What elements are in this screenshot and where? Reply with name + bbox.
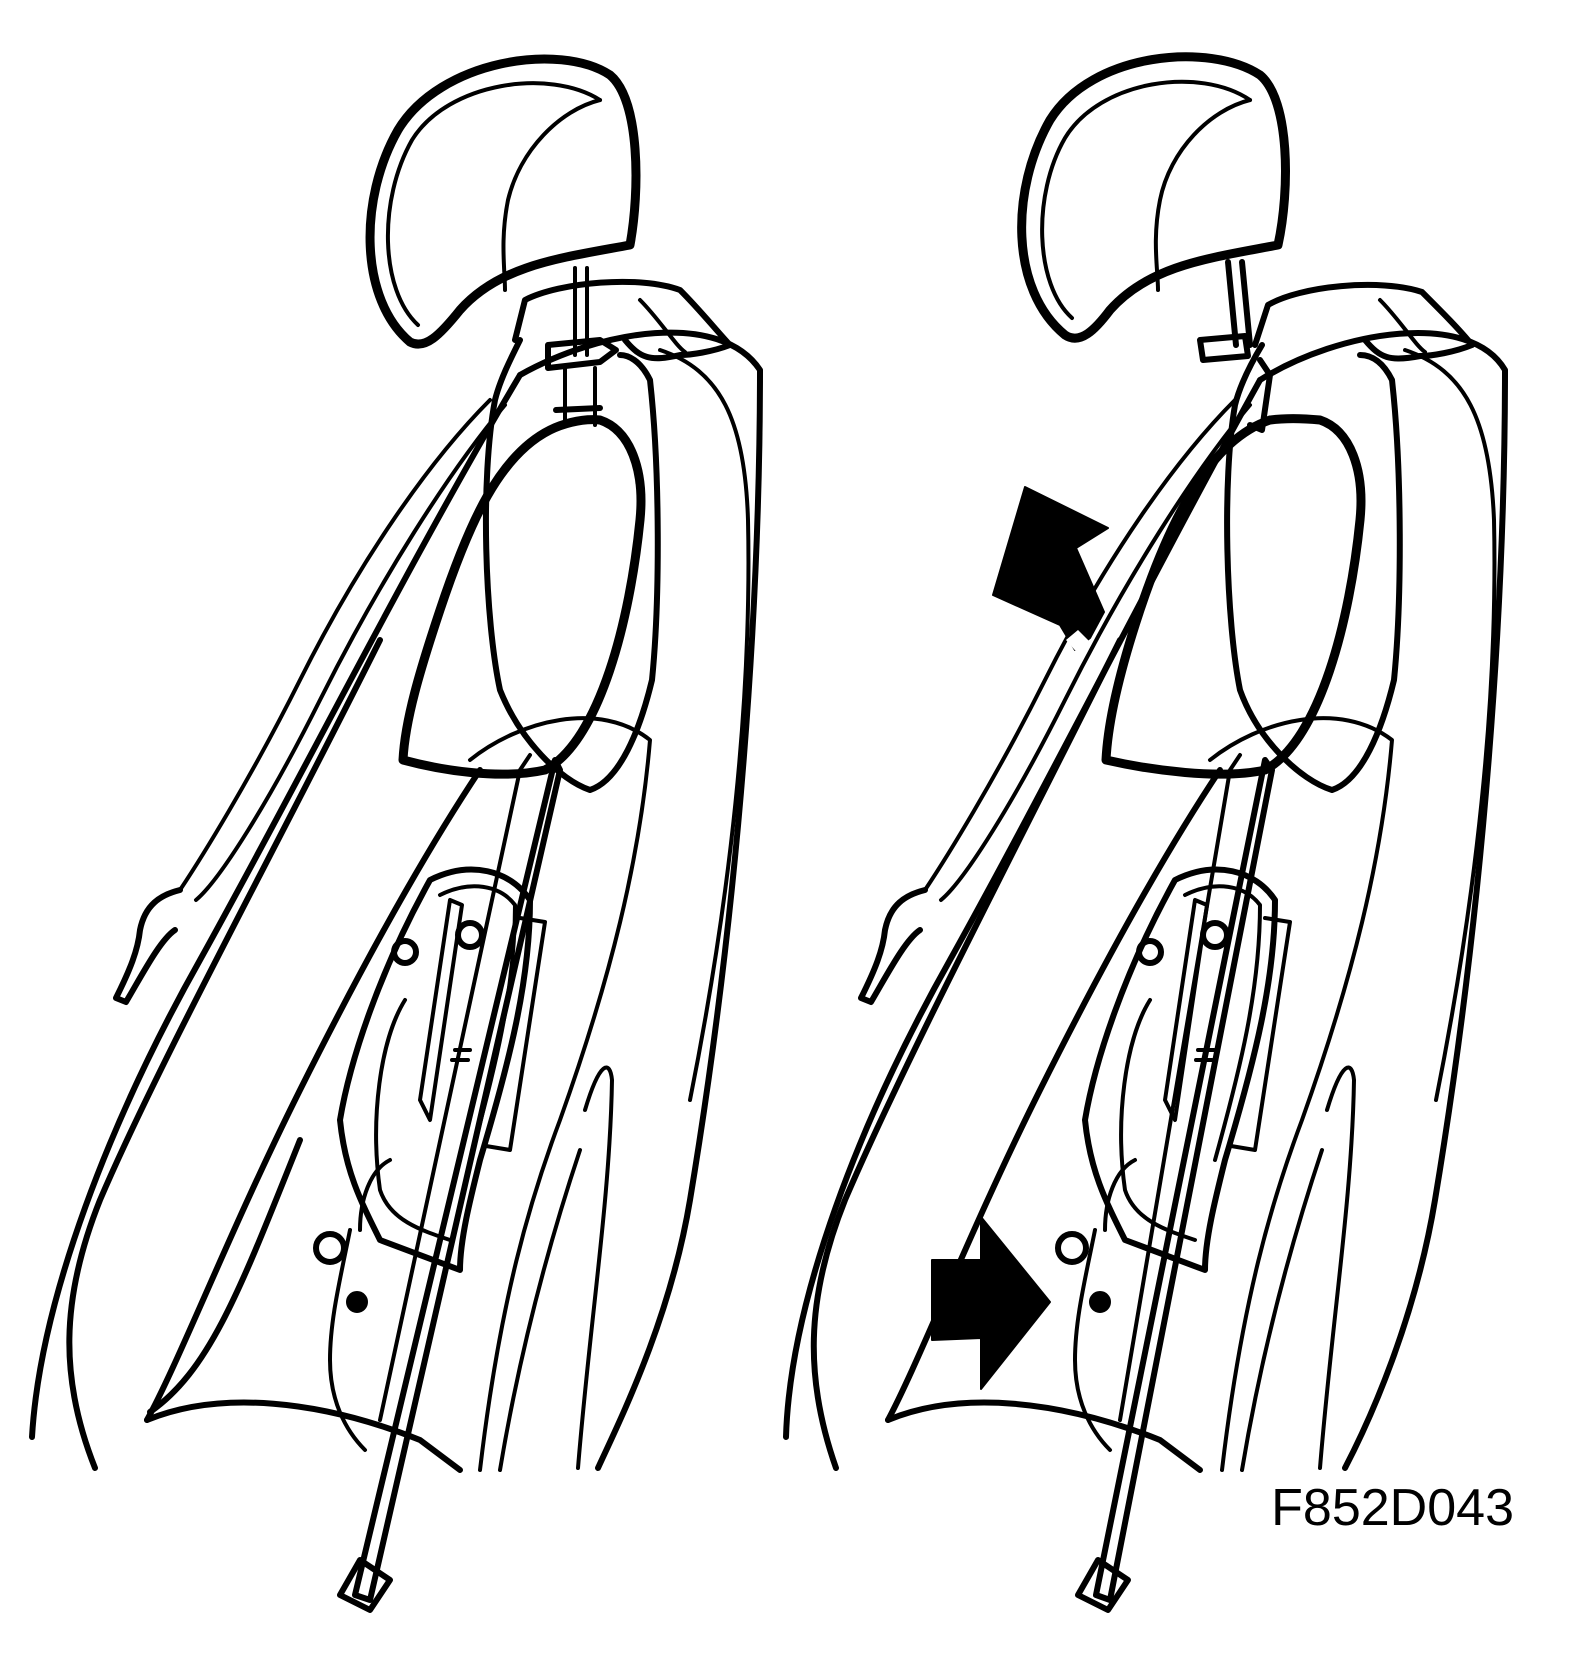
- seat-backrest-before: [29, 54, 763, 1613]
- headrest-guide-opening: [1101, 342, 1403, 793]
- seat-backrest-after: [783, 52, 1508, 1613]
- recliner-mechanism: [313, 753, 563, 1613]
- headrest-guide-opening: [398, 337, 661, 793]
- figure-code-label: F852D043: [1271, 1479, 1514, 1537]
- upper-left-arrow: [992, 486, 1109, 656]
- lower-right-arrow: [931, 1216, 1051, 1390]
- seat-back-shell: [783, 281, 1508, 1473]
- recliner-mechanism: [1055, 753, 1292, 1613]
- headrest: [365, 54, 641, 357]
- seat-back-shell: [29, 278, 763, 1473]
- headrest: [1017, 52, 1290, 363]
